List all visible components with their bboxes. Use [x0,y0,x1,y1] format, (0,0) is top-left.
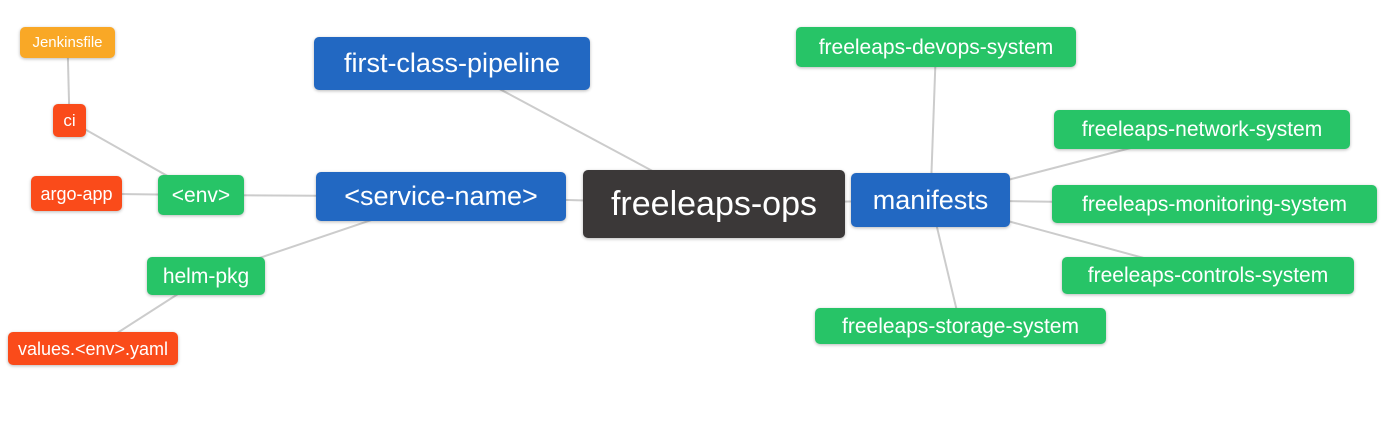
node-service-name[interactable]: <service-name> [316,172,566,221]
node-network-system[interactable]: freeleaps-network-system [1054,110,1350,149]
node-monitoring-system[interactable]: freeleaps-monitoring-system [1052,185,1377,223]
node-ci[interactable]: ci [53,104,86,137]
node-argo-app[interactable]: argo-app [31,176,122,211]
node-values-env-yaml[interactable]: values.<env>.yaml [8,332,178,365]
node-controls-system[interactable]: freeleaps-controls-system [1062,257,1354,294]
node-helm-pkg[interactable]: helm-pkg [147,257,265,295]
node-storage-system[interactable]: freeleaps-storage-system [815,308,1106,344]
node-first-class-pipeline[interactable]: first-class-pipeline [314,37,590,90]
node-devops-system[interactable]: freeleaps-devops-system [796,27,1076,67]
node-env[interactable]: <env> [158,175,244,215]
node-manifests[interactable]: manifests [851,173,1010,227]
node-freeleaps-ops[interactable]: freeleaps-ops [583,170,845,238]
node-jenkinsfile[interactable]: Jenkinsfile [20,27,115,58]
